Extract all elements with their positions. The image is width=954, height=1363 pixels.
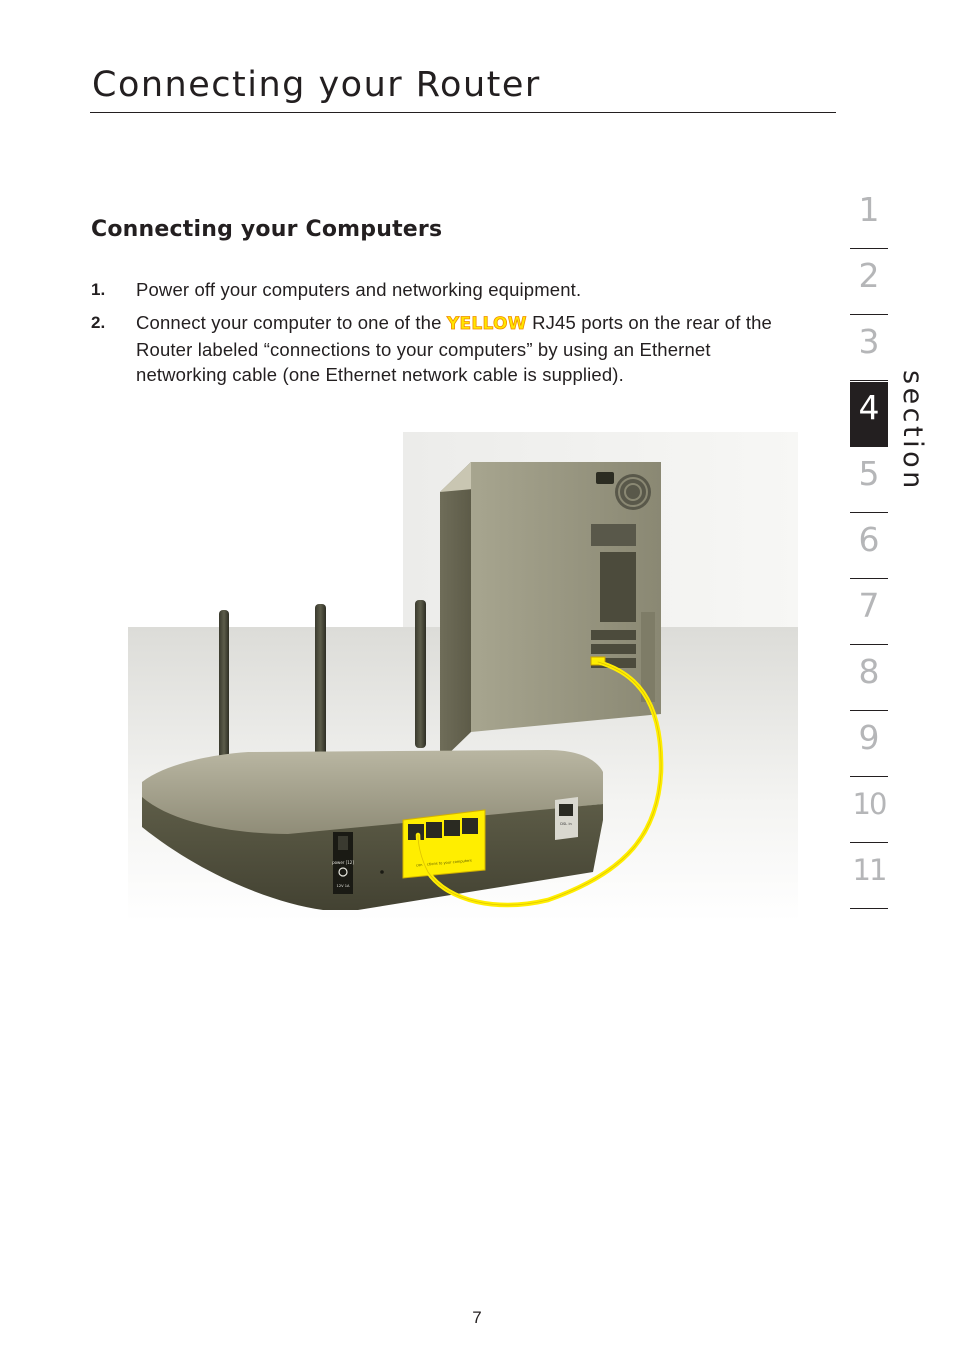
step-text-after: RJ45 ports on the rear of the Router lab… <box>136 312 772 385</box>
antenna-icon <box>219 600 426 779</box>
ports-label: connections to your computers <box>416 859 472 868</box>
section-nav-item-10[interactable]: 10 <box>850 778 888 843</box>
step-number: 2. <box>91 313 106 332</box>
section-nav: 1 2 3 4 5 6 7 8 9 10 11 <box>850 184 888 909</box>
power-label: power [12] <box>332 860 354 865</box>
step-text-before: Connect your computer to one of the <box>136 312 442 333</box>
modem-port-label: DSL in <box>560 822 571 826</box>
computer-tower-icon <box>440 462 661 762</box>
power-rating-label: 12V 1A <box>337 884 350 888</box>
page-title: Connecting your Router <box>92 65 541 105</box>
step-2: 2. Connect your computer to one of the Y… <box>91 310 811 414</box>
title-divider <box>90 112 836 113</box>
section-nav-item-7[interactable]: 7 <box>850 580 888 645</box>
yellow-port-highlight: YELLOW <box>446 314 527 335</box>
router-computer-illustration: power [12] 12V 1A connections to your co… <box>128 432 798 922</box>
section-nav-item-2[interactable]: 2 <box>850 250 888 315</box>
section-heading: Connecting your Computers <box>91 217 443 242</box>
section-nav-item-8[interactable]: 8 <box>850 646 888 711</box>
section-nav-item-11[interactable]: 11 <box>850 844 888 909</box>
section-nav-item-3[interactable]: 3 <box>850 316 888 381</box>
page-number: 7 <box>472 1308 482 1327</box>
section-nav-item-1[interactable]: 1 <box>850 184 888 249</box>
section-nav-item-4-active[interactable]: 4 <box>850 382 888 447</box>
step-text: Power off your computers and networking … <box>136 279 582 300</box>
section-nav-item-6[interactable]: 6 <box>850 514 888 579</box>
section-label: section <box>897 370 928 492</box>
step-text: Connect your computer to one of the YELL… <box>136 310 806 387</box>
section-nav-item-5[interactable]: 5 <box>850 448 888 513</box>
section-nav-item-9[interactable]: 9 <box>850 712 888 777</box>
router-icon: power [12] 12V 1A connections to your co… <box>142 750 603 910</box>
step-number: 1. <box>91 280 106 299</box>
